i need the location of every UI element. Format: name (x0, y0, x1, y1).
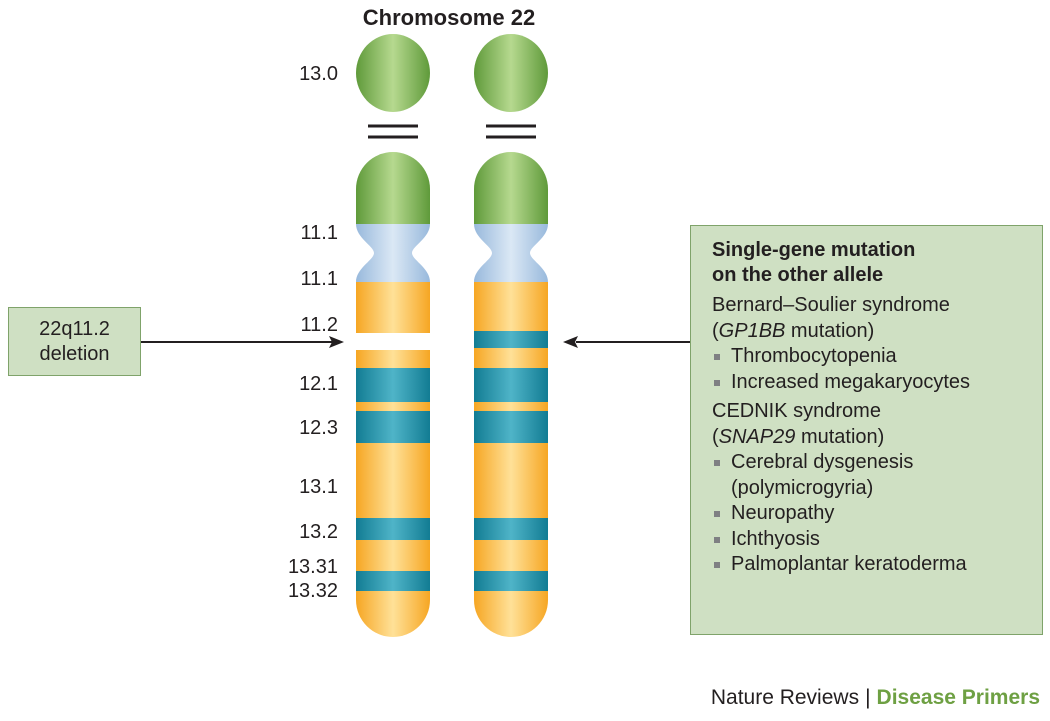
feature-continuation-text: (polymicrogyria) (731, 476, 874, 499)
band-13.31-13.32 (356, 571, 430, 591)
gene-suffix: mutation) (795, 425, 885, 448)
syndrome-gene: (GP1BB mutation) (712, 319, 875, 342)
journal-name: Nature Reviews (710, 686, 860, 709)
feature-item: Cerebral dysgenesis (712, 450, 1030, 476)
band-label: 12.3 (299, 417, 338, 439)
syndrome-bernard-soulier: Bernard–Soulier syndrome (GP1BB mutation… (712, 293, 1030, 395)
journal-credit: Nature Reviews|Disease Primers (711, 686, 1040, 710)
chromosome-left (352, 34, 434, 637)
band-12.3 (474, 411, 548, 443)
centromere (356, 224, 430, 282)
band-label: 11.1 (301, 222, 338, 244)
p-arm (356, 152, 430, 224)
band-13.2 (356, 518, 430, 540)
mutation-heading: Single-gene mutation on the other allele (712, 238, 1030, 288)
gene-suffix: mutation) (785, 319, 875, 342)
deletion-label-line2: deletion (39, 342, 110, 365)
feature-item: Palmoplantar keratoderma (712, 552, 1030, 578)
centromere (474, 224, 548, 282)
band-label: 13.32 (288, 580, 338, 602)
mutation-box: Single-gene mutation on the other allele… (690, 225, 1043, 635)
band-label: 11.2 (301, 314, 338, 336)
p-arm-satellite (356, 34, 430, 112)
deletion-box: 22q11.2 deletion (8, 307, 141, 376)
band-label: 13.2 (299, 521, 338, 543)
band-label: 12.1 (299, 373, 338, 395)
gene-name: SNAP29 (718, 425, 796, 448)
journal-section: Disease Primers (876, 686, 1040, 709)
feature-list: Cerebral dysgenesis (polymicrogyria) Neu… (712, 450, 1030, 578)
band-12.3 (356, 411, 430, 443)
band-label: 13.31 (288, 556, 338, 578)
deletion-gap (352, 333, 434, 350)
syndrome-name: CEDNIK syndrome (712, 400, 881, 422)
feature-item: Increased megakaryocytes (712, 370, 1030, 396)
band-12.1 (474, 368, 548, 402)
deletion-arrow (141, 336, 344, 348)
mutation-heading-line1: Single-gene mutation (712, 239, 916, 261)
band-12.1 (356, 368, 430, 402)
feature-item: Neuropathy (712, 501, 1030, 527)
band-label: 13.1 (299, 476, 338, 498)
chromosome-right (474, 34, 548, 637)
syndrome-gene: (SNAP29 mutation) (712, 425, 885, 448)
syndrome-name: Bernard–Soulier syndrome (712, 294, 950, 316)
band-13.2 (474, 518, 548, 540)
feature-item: Thrombocytopenia (712, 344, 1030, 370)
band-label: 13.0 (299, 63, 338, 85)
deletion-label-line1: 22q11.2 (39, 317, 110, 340)
p-arm-satellite (474, 34, 548, 112)
syndrome-cednik: CEDNIK syndrome (SNAP29 mutation) Cerebr… (712, 399, 1030, 578)
q-arm (474, 282, 548, 637)
feature-list: Thrombocytopenia Increased megakaryocyte… (712, 344, 1030, 395)
feature-item: Ichthyosis (712, 527, 1030, 553)
p-arm (474, 152, 548, 224)
feature-item-continuation: (polymicrogyria) (712, 476, 1030, 502)
credit-separator: | (865, 686, 871, 709)
gene-name: GP1BB (718, 319, 786, 342)
band-13.31-13.32 (474, 571, 548, 591)
mutation-heading-line2: on the other allele (712, 264, 884, 286)
mutation-arrow (563, 336, 690, 348)
band-label: 11.1 (301, 268, 338, 290)
figure-title: Chromosome 22 (363, 5, 535, 30)
band-11.2 (474, 331, 548, 348)
